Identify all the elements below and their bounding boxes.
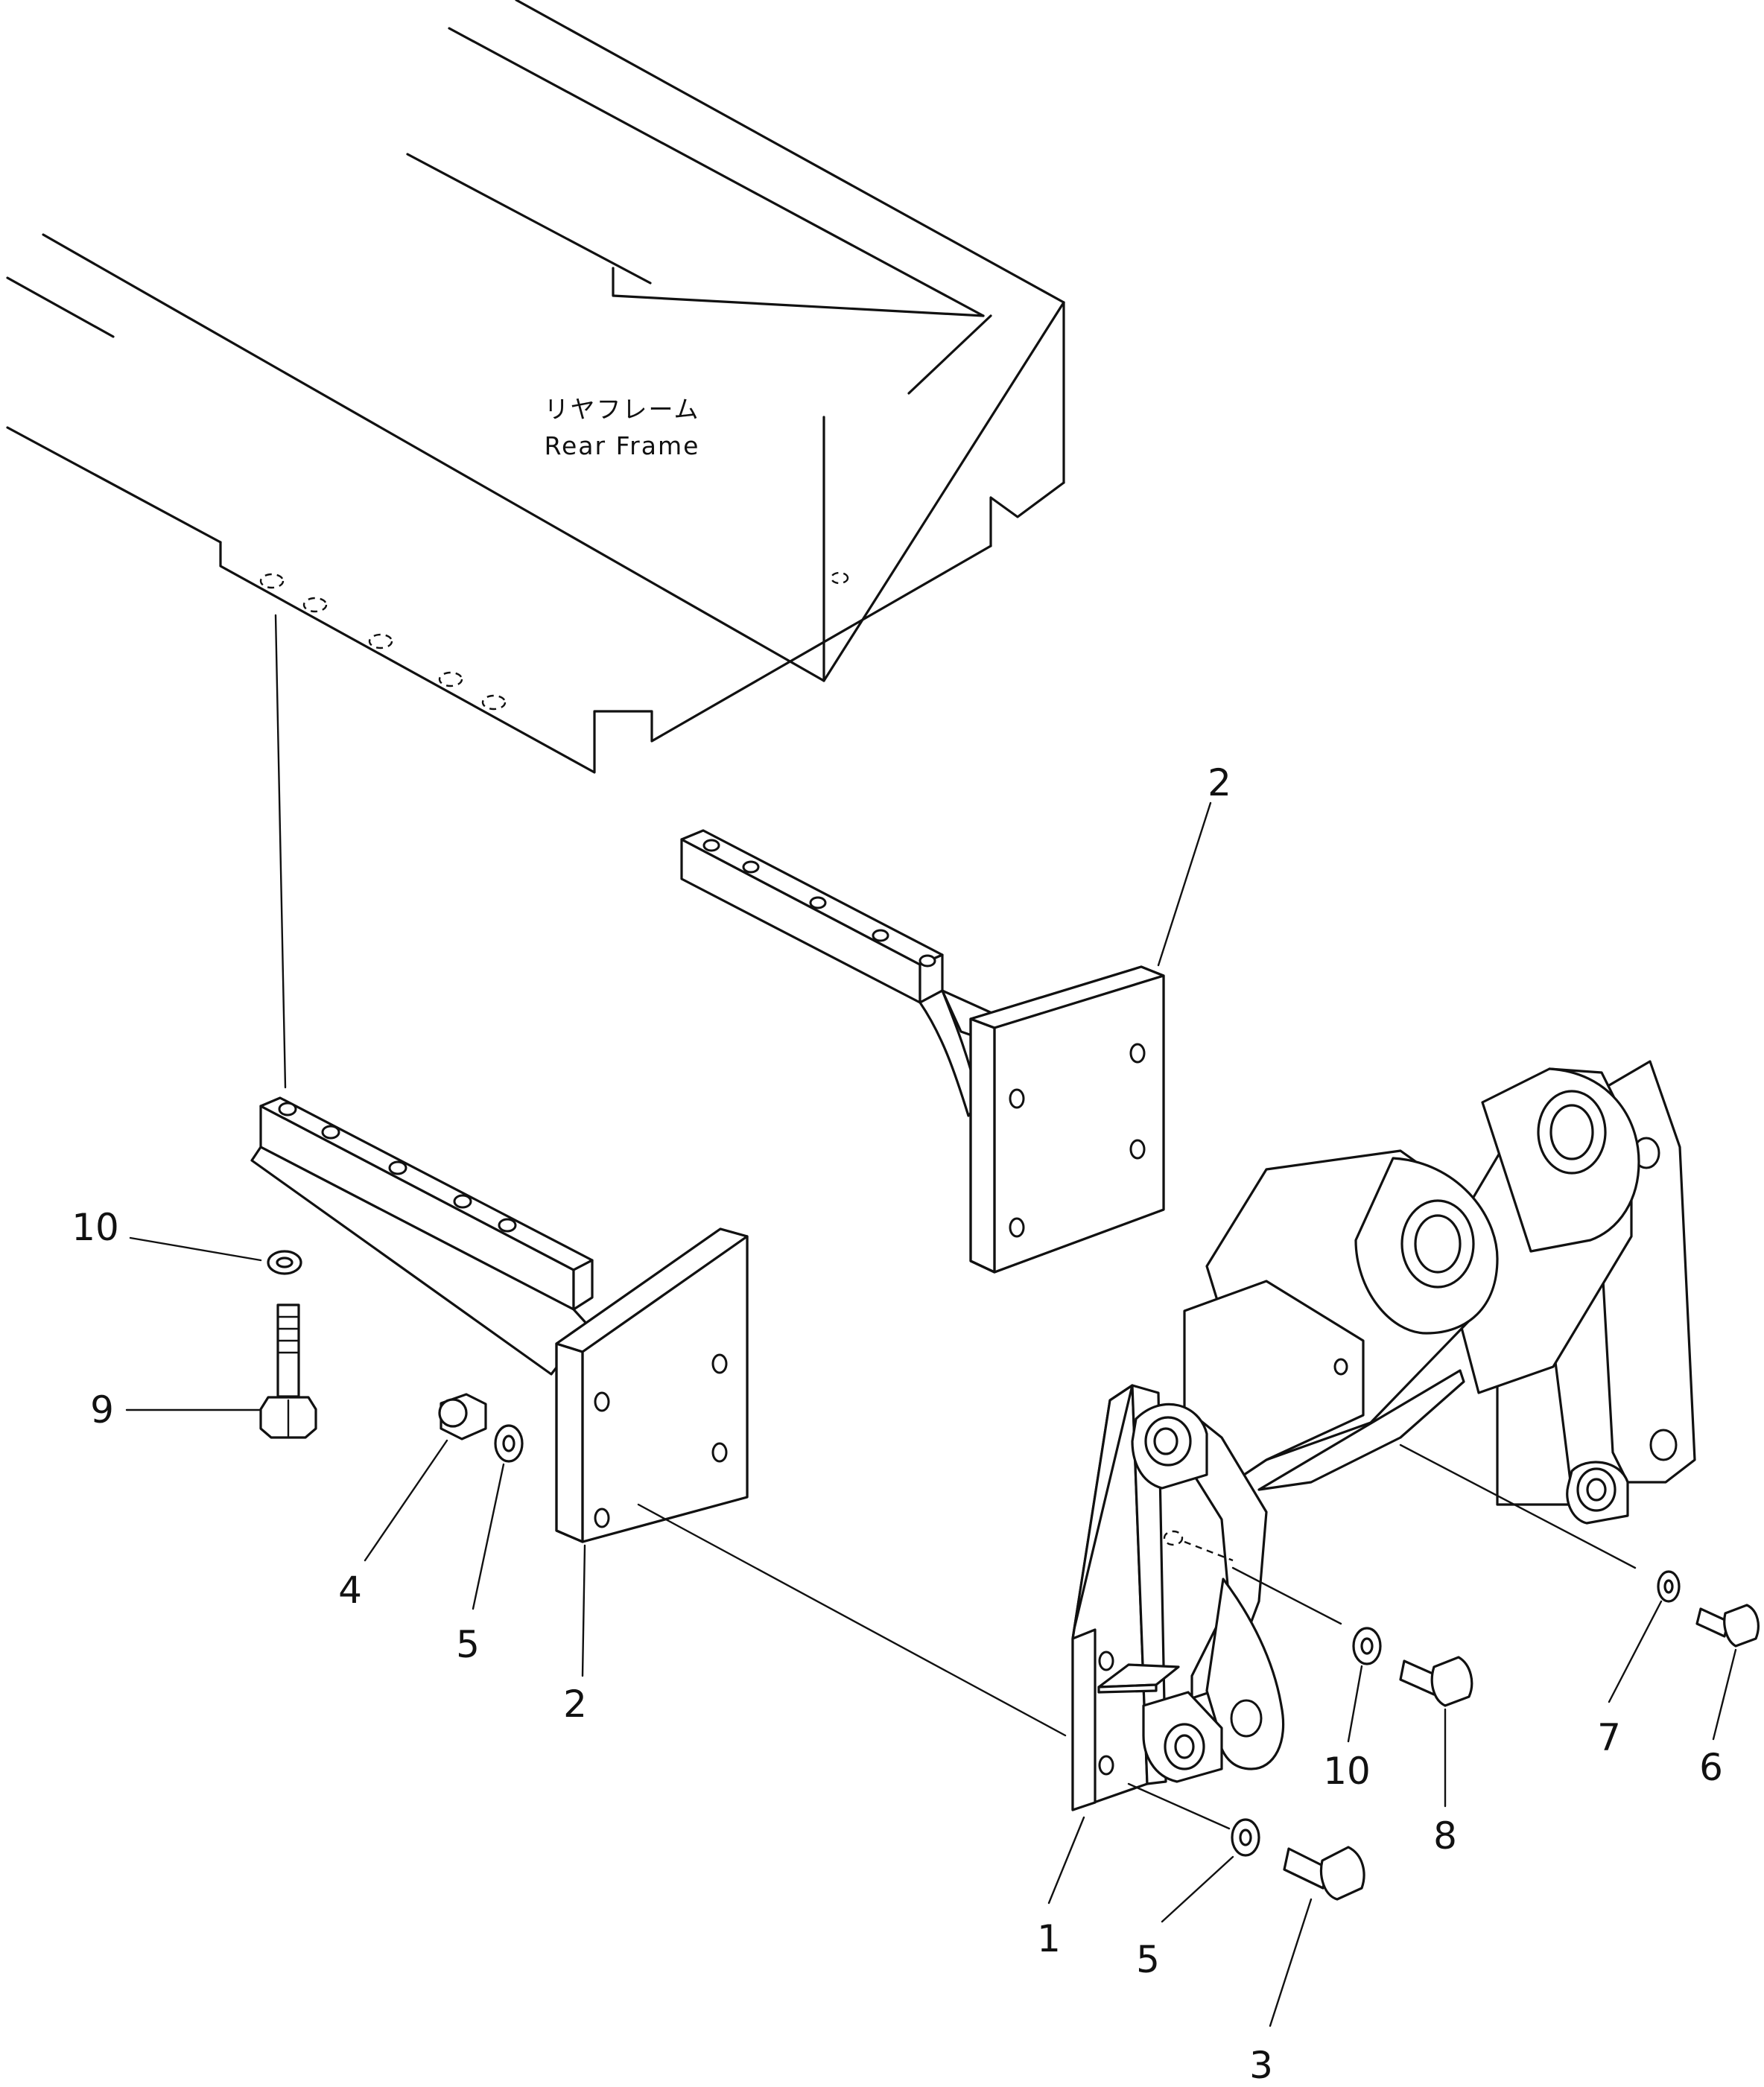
- washer-5-right: [1231, 1818, 1260, 1857]
- callout-10-right: 10: [1323, 1750, 1371, 1793]
- callout-leaders: [125, 801, 1737, 2027]
- rear-frame: リヤフレーム Rear Frame: [6, 0, 1065, 774]
- callout-9: 9: [90, 1388, 114, 1432]
- callout-5-right: 5: [1136, 1938, 1160, 1981]
- washer-10-left: [267, 1250, 302, 1275]
- callout-4: 4: [338, 1569, 362, 1612]
- lower-bracket: [250, 1096, 749, 1543]
- callout-7: 7: [1597, 1716, 1621, 1759]
- callout-labels: 2 2 4 5 10 9 1 5 3 10 8 7 6: [72, 761, 1723, 2087]
- callout-1: 1: [1037, 1917, 1061, 1960]
- bolt-3: [1283, 1846, 1365, 1901]
- nut-4: [438, 1393, 487, 1440]
- frame-bolt-holes: [259, 571, 849, 711]
- bolt-8: [1399, 1656, 1473, 1707]
- callout-10-left: 10: [72, 1206, 119, 1249]
- callout-3: 3: [1249, 2044, 1273, 2087]
- washer-7: [1657, 1570, 1681, 1603]
- bolt-9: [259, 1303, 317, 1439]
- main-frame-assembly: [1071, 1060, 1696, 1811]
- upper-bracket: [680, 829, 1165, 1274]
- callout-2-lower: 2: [563, 1683, 587, 1726]
- washer-5-left: [494, 1424, 524, 1463]
- callout-8: 8: [1433, 1814, 1457, 1858]
- alignment-line-bolt6: [1399, 1443, 1637, 1569]
- frame-label-japanese: リヤフレーム: [544, 395, 699, 424]
- alignment-line-bracket: [637, 1503, 1067, 1737]
- callout-5-left: 5: [456, 1623, 480, 1666]
- alignment-line-bolt8: [1231, 1566, 1342, 1625]
- bolt-6: [1695, 1604, 1760, 1648]
- callout-2-upper: 2: [1208, 761, 1231, 804]
- alignment-line-frame: [274, 614, 287, 1089]
- frame-label-english: Rear Frame: [545, 431, 700, 460]
- callout-6: 6: [1699, 1746, 1723, 1789]
- alignment-line-bolt3: [1127, 1782, 1231, 1830]
- washer-10-right: [1352, 1627, 1382, 1665]
